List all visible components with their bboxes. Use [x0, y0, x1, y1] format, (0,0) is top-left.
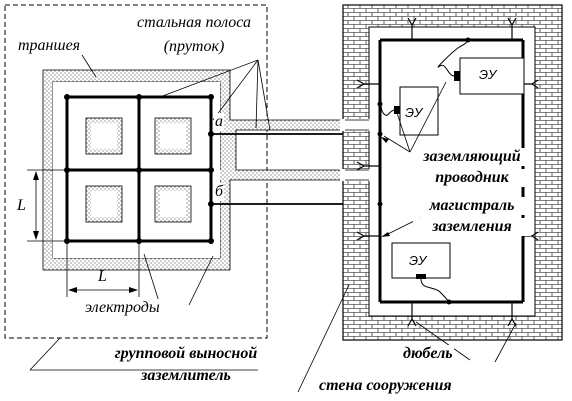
eu-top-right-label: ЭУ: [479, 67, 497, 82]
dimension-l-vertical: [27, 169, 64, 242]
label-point-a: а: [214, 113, 224, 131]
label-trench: траншея: [17, 37, 82, 55]
eu-middle-box: [399, 86, 439, 136]
eu-bottom-label: ЭУ: [409, 253, 427, 268]
label-structure-wall: стена сооружения: [318, 377, 453, 395]
dowels: [356, 17, 539, 327]
eu-middle-label: ЭУ: [405, 105, 423, 120]
label-point-b: б: [214, 183, 225, 201]
grounding-conductors: [379, 39, 469, 303]
label-steel-strip: стальная полоса (пруток): [137, 14, 251, 55]
leader-lines: [29, 54, 271, 371]
label-dim-l-vertical: L: [17, 197, 26, 214]
label-main-grounding: магистраль заземления: [412, 197, 532, 236]
dimension-l-horizontal: [66, 244, 140, 297]
label-dim-l-horizontal: L: [98, 268, 107, 285]
eu-top-right-box: [459, 57, 525, 95]
label-group-remote: групповой выносной заземлитель: [114, 345, 258, 384]
label-dowel: дюбель: [402, 345, 454, 363]
label-electrodes: электроды: [84, 299, 161, 317]
label-grounding-conductor: заземляющий проводник: [413, 148, 531, 187]
grid-nodes: [64, 94, 214, 244]
eu-bottom-box: [391, 242, 451, 279]
